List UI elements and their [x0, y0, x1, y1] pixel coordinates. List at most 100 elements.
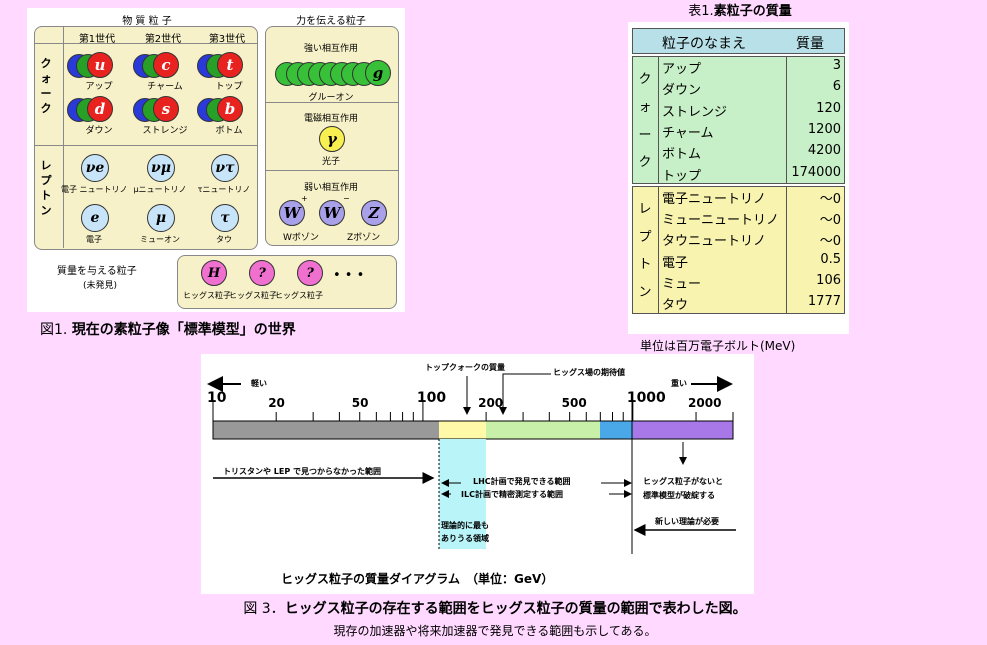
higgs-expectation-label: ヒッグス場の期待値: [553, 368, 625, 377]
higgs-ball: H: [201, 260, 227, 286]
force-title: 力を伝える粒子: [296, 16, 366, 27]
higgs-ball: ?: [297, 260, 323, 286]
table-group-label: レプトン: [638, 201, 652, 301]
table-row-name: ストレンジ: [662, 104, 728, 120]
photon-name: 光子: [321, 157, 340, 167]
table-row-mass: 1200: [807, 121, 841, 137]
table-row-mass: ～0: [819, 191, 841, 207]
light-label: 軽い: [251, 379, 267, 388]
lepton-name: τニュートリノ: [197, 185, 251, 194]
lepton-ball: νe: [81, 154, 109, 182]
new-theory-label: 新しい理論が必要: [655, 517, 719, 526]
generation-2: 第2世代: [144, 34, 182, 45]
table-header-bg: [632, 28, 845, 54]
top-quark-mass-label: トップクォークの質量: [425, 363, 505, 372]
table-row-name: 電子: [662, 255, 689, 271]
higgs-dots: • • •: [333, 268, 365, 283]
table-row-name: 電子ニュートリノ: [662, 191, 767, 207]
table-row-mass: 6: [832, 79, 841, 95]
standard-model-figure: 物 質 粒 子 第1世代 第2世代 第3世代 クォーク レプトン 力を伝える粒子…: [27, 8, 405, 312]
diagram-title: ヒッグス粒子の質量ダイアグラム （単位：GeV）: [281, 572, 554, 586]
tristan-lep-label: トリスタンや LEP で見つからなかった範囲: [223, 467, 381, 476]
quark-name: ダウン: [85, 126, 113, 136]
quark-name: チャーム: [147, 82, 183, 92]
table-caption: 表1.素粒子の質量: [630, 0, 850, 19]
quark-ball: s: [153, 96, 179, 122]
mass-giver-label: 質量を与える粒子: [57, 266, 137, 277]
higgs-name: ヒッグス粒子: [229, 291, 277, 300]
no-higgs-label-1: ヒッグス粒子がないと: [643, 477, 723, 486]
z-ball: Z: [361, 200, 387, 226]
table-row-mass: ～0: [819, 213, 841, 229]
quark-ball: u: [87, 52, 113, 78]
matter-title: 物 質 粒 子: [122, 16, 172, 27]
table-divider: [658, 185, 659, 314]
figure3-subcaption: 現存の加速器や将来加速器で発見できる範囲も示してある。: [333, 624, 657, 638]
table-row-mass: 120: [816, 100, 841, 116]
table-group-bg: [632, 185, 845, 314]
em-interaction-label: 電磁相互作用: [303, 114, 358, 124]
w-minus-ball: W: [319, 200, 345, 226]
lepton-ball: τ: [211, 204, 239, 232]
lepton-name: タウ: [216, 235, 232, 244]
heavy-label: 重い: [671, 379, 687, 388]
generation-3: 第3世代: [208, 34, 246, 45]
table-row-name: トップ: [662, 168, 702, 184]
higgs-name: ヒッグス粒子: [183, 291, 231, 300]
bar-blue: [600, 421, 633, 439]
no-higgs-label-2: 標準模型が破綻する: [643, 491, 715, 500]
axis-tick-label: 500: [561, 396, 587, 410]
likely-region-label-2: ありうる領域: [441, 534, 489, 543]
table-caption-prefix: 表1.: [688, 4, 714, 19]
weak-interaction-label: 弱い相互作用: [303, 183, 358, 193]
table-header-name: 粒子のなまえ: [662, 36, 746, 52]
lepton-name: ミューオン: [140, 235, 180, 244]
axis-tick-label: 1000: [626, 390, 666, 406]
figure3-caption-prefix: 図 3．: [243, 601, 285, 617]
gluon-main-ball: g: [365, 60, 391, 86]
quark-group-label: クォーク: [40, 57, 52, 115]
table-row-name: アップ: [662, 62, 702, 77]
table-row-mass: 3: [832, 58, 841, 73]
ilc-label: ILC計画で精密測定する範囲: [461, 490, 563, 499]
table-header-mass: 質量: [796, 36, 824, 52]
quark-ball: b: [217, 96, 243, 122]
table-row-mass: ～0: [819, 234, 841, 250]
table-row-mass: 4200: [807, 143, 841, 159]
table-divider: [658, 56, 659, 184]
lepton-ball: νμ: [147, 154, 175, 182]
lepton-ball: ντ: [211, 154, 239, 182]
table-row-name: チャーム: [662, 125, 714, 141]
strong-interaction-label: 強い相互作用: [303, 44, 358, 54]
likely-region-label-1: 理論的に最も: [441, 521, 489, 530]
z-boson-name: Zボゾン: [347, 233, 381, 243]
quark-ball: t: [217, 52, 243, 78]
quark-name: アップ: [85, 82, 113, 92]
table-row-mass: 0.5: [820, 251, 841, 267]
figure3-caption: 図 3．ヒッグス粒子の存在する範囲をヒッグス粒子の質量の範囲で表わした図。: [150, 598, 840, 618]
axis-tick-label: 2000: [688, 396, 722, 410]
table-divider: [786, 185, 787, 314]
table-row-mass: 106: [816, 273, 841, 288]
bar-purple: [633, 421, 733, 439]
table-row-name: タウ: [662, 298, 689, 314]
table-row-mass: 1777: [807, 294, 841, 310]
table-row-name: ダウン: [662, 83, 702, 99]
table-row-name: ミューニュートリノ: [662, 213, 780, 229]
quark-ball: d: [87, 96, 113, 122]
table-group-label: クォーク: [638, 72, 652, 171]
axis-tick-label: 20: [268, 396, 285, 410]
lepton-ball: e: [81, 204, 109, 232]
bar-yellow: [439, 421, 486, 439]
table-row-name: タウニュートリノ: [662, 234, 767, 250]
figure1-caption-prefix: 図1.: [40, 322, 68, 338]
lepton-ball: μ: [147, 204, 175, 232]
lepton-group-label: レプトン: [40, 159, 52, 217]
axis-tick-label: 10: [207, 390, 227, 406]
quark-name: ボトム: [215, 126, 243, 136]
w-boson-name: Wボゾン: [283, 233, 319, 243]
lhc-label: LHC計画で発見できる範囲: [473, 477, 571, 486]
figure1-caption: 図1. 現在の素粒子像「標準模型」の世界: [40, 319, 296, 339]
figure3-caption-text: ヒッグス粒子の存在する範囲をヒッグス粒子の質量の範囲で表わした図。: [284, 601, 747, 617]
